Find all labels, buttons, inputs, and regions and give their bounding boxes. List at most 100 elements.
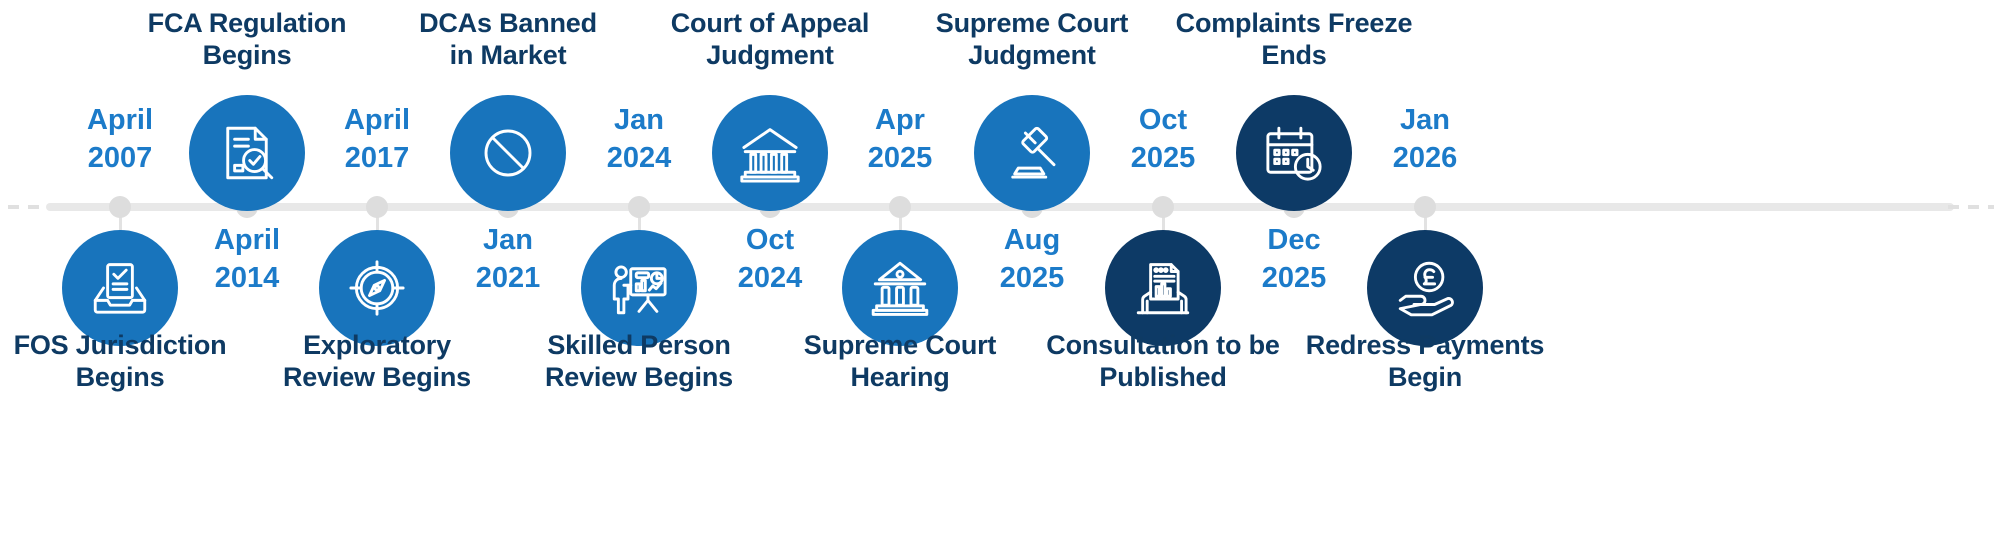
icon-medallion[interactable] bbox=[974, 95, 1090, 211]
timeline-dot[interactable] bbox=[628, 196, 650, 218]
event-label-line2: Hearing bbox=[850, 361, 950, 392]
node-stem bbox=[375, 205, 379, 245]
event-date-month: April bbox=[213, 224, 281, 256]
event-label-line2: Review Begins bbox=[545, 361, 733, 392]
event-label-line2: Published bbox=[1099, 361, 1227, 392]
event-label-line1: Exploratory bbox=[303, 330, 451, 360]
icon-medallion[interactable] bbox=[1236, 95, 1352, 211]
node-stem bbox=[898, 205, 902, 245]
event-date: Aug 2025 bbox=[947, 222, 1117, 297]
event-date-month: Jan bbox=[614, 104, 664, 136]
event-date-month: Apr bbox=[875, 104, 925, 136]
event-date-month: Aug bbox=[1003, 224, 1061, 256]
icon-medallion[interactable] bbox=[1105, 230, 1221, 346]
courthouse-pediment-icon bbox=[867, 255, 933, 321]
event-label-line1: Consultation to be bbox=[1046, 330, 1280, 360]
event-date: April 2014 bbox=[162, 222, 332, 297]
timeline-dot[interactable] bbox=[1152, 196, 1174, 218]
compass-icon bbox=[344, 255, 410, 321]
event-label-line1: Complaints Freeze bbox=[1175, 8, 1413, 38]
timeline-line bbox=[46, 203, 1954, 211]
icon-medallion[interactable] bbox=[712, 95, 828, 211]
timeline-dot[interactable] bbox=[889, 196, 911, 218]
event-date-month: Oct bbox=[745, 224, 795, 256]
calendar-clock-icon bbox=[1261, 120, 1327, 186]
node-stem bbox=[1423, 205, 1427, 245]
event-date: Jan 2026 bbox=[1340, 102, 1510, 177]
presenter-chart-board-icon bbox=[606, 255, 672, 321]
event-date-month: April bbox=[343, 104, 411, 136]
event-date-year: 2025 bbox=[1130, 141, 1196, 174]
timeline-spine bbox=[0, 203, 2000, 211]
prohibited-circle-icon bbox=[475, 120, 541, 186]
timeline-dot[interactable] bbox=[366, 196, 388, 218]
node-stem bbox=[118, 205, 122, 245]
hands-holding-report-icon bbox=[1130, 255, 1196, 321]
timeline-dot[interactable] bbox=[109, 196, 131, 218]
document-magnifier-check-icon bbox=[214, 120, 280, 186]
node-stem bbox=[1161, 205, 1165, 245]
event-label-line2: Begins bbox=[202, 39, 292, 70]
event-date-month: Dec bbox=[1267, 224, 1321, 256]
icon-medallion[interactable] bbox=[62, 230, 178, 346]
event-date-month: Jan bbox=[483, 224, 533, 256]
event-label-line1: FCA Regulation bbox=[147, 8, 347, 38]
timeline-dash-right bbox=[1948, 205, 1994, 209]
event-label-line1: FOS Jurisdiction bbox=[13, 330, 227, 360]
event-date-year: 2026 bbox=[1392, 141, 1458, 174]
icon-medallion[interactable] bbox=[450, 95, 566, 211]
event-date: Oct 2024 bbox=[685, 222, 855, 297]
icon-medallion[interactable] bbox=[189, 95, 305, 211]
icon-medallion[interactable] bbox=[1367, 230, 1483, 346]
event-date: Jan 2021 bbox=[423, 222, 593, 297]
event-label-line1: DCAs Banned bbox=[419, 8, 597, 38]
node-stem bbox=[637, 205, 641, 245]
event-label-line2: Begin bbox=[1387, 361, 1462, 392]
event-date-year: 2024 bbox=[737, 261, 803, 294]
inbox-document-check-icon bbox=[87, 255, 153, 321]
event-date-year: 2014 bbox=[214, 261, 280, 294]
event-date-month: April bbox=[86, 104, 154, 136]
event-label-line2: Judgment bbox=[706, 39, 834, 70]
event-label-line2: in Market bbox=[449, 39, 567, 70]
event-date-year: 2025 bbox=[999, 261, 1065, 294]
event-label-line2: Begins bbox=[75, 361, 165, 392]
hand-pound-coin-icon bbox=[1392, 255, 1458, 321]
event-date-year: 2021 bbox=[475, 261, 541, 294]
event-date-year: 2007 bbox=[87, 141, 153, 174]
event-date: April 2007 bbox=[35, 102, 205, 177]
event-date-year: 2017 bbox=[344, 141, 410, 174]
event-date-month: Jan bbox=[1400, 104, 1450, 136]
event-date: Apr 2025 bbox=[815, 102, 985, 177]
event-date-year: 2025 bbox=[867, 141, 933, 174]
event-date: April 2017 bbox=[292, 102, 462, 177]
event-label-line1: Skilled Person bbox=[547, 330, 731, 360]
gavel-icon bbox=[999, 120, 1065, 186]
timeline-dot[interactable] bbox=[1414, 196, 1436, 218]
icon-medallion[interactable] bbox=[319, 230, 435, 346]
icon-medallion[interactable] bbox=[842, 230, 958, 346]
event-date-year: 2024 bbox=[606, 141, 672, 174]
icon-medallion[interactable] bbox=[581, 230, 697, 346]
timeline-dash-left bbox=[8, 205, 48, 209]
event-label-line1: Court of Appeal bbox=[670, 8, 870, 38]
event-label-line1: Supreme Court bbox=[803, 330, 997, 360]
event-label-line2: Judgment bbox=[968, 39, 1096, 70]
courthouse-icon bbox=[737, 120, 803, 186]
event-label-line2: Review Begins bbox=[283, 361, 471, 392]
event-date: Jan 2024 bbox=[554, 102, 724, 177]
event-label-line1: Supreme Court bbox=[935, 8, 1129, 38]
event-label-line2: Ends bbox=[1261, 39, 1327, 70]
